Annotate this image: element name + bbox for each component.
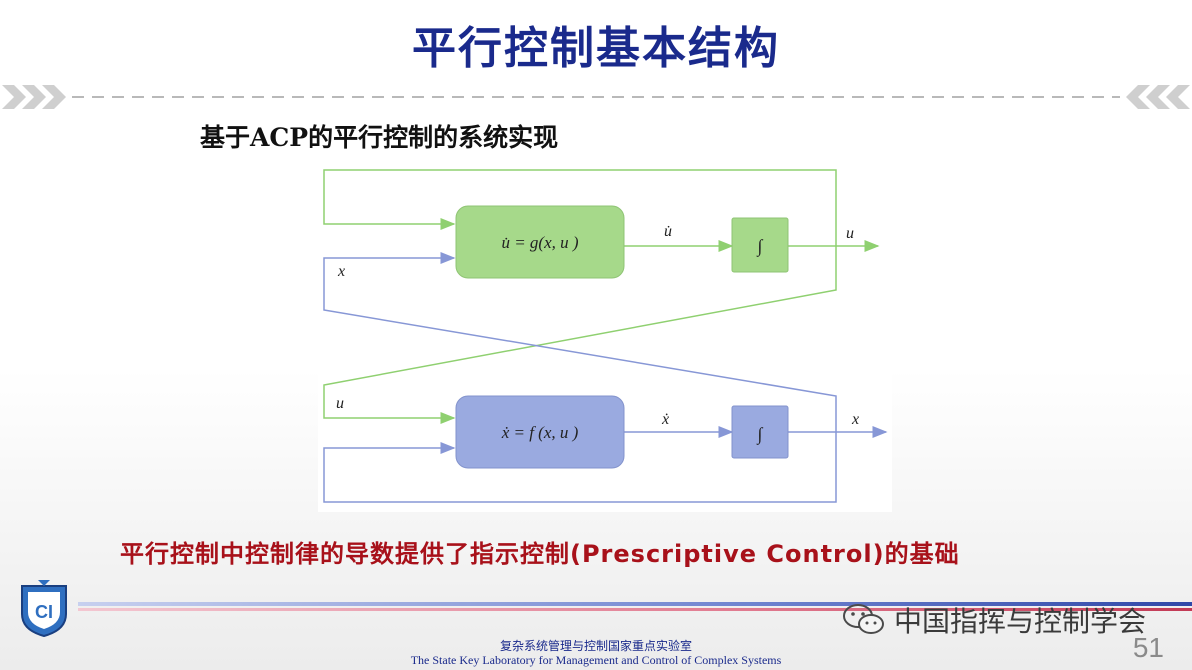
lab-shield-logo-icon: CI	[21, 580, 67, 638]
lower-integrator-symbol: ∫	[757, 424, 764, 445]
blue-cross-line	[323, 252, 837, 432]
wechat-watermark-text: 中国指挥与控制学会	[894, 605, 1147, 638]
chevron-right-group-icon	[1126, 85, 1190, 109]
label-u-output: u	[846, 225, 854, 242]
top-divider	[2, 85, 1190, 109]
label-x-output: x	[851, 411, 859, 428]
page-number: 51	[1132, 632, 1164, 663]
label-udot: u̇	[664, 223, 672, 240]
slide-title: 平行控制基本结构	[412, 23, 780, 74]
label-xdot: ẋ	[661, 411, 670, 428]
lower-dynamics-block	[455, 395, 625, 469]
wechat-watermark: 中国指挥与控制学会	[842, 600, 1146, 640]
slide-caption: 平行控制中控制律的导数提供了指示控制(Prescriptive Control)…	[120, 540, 960, 568]
lower-block-label: ẋ = f (x, u )	[501, 423, 579, 442]
green-feedback-top-loop	[323, 169, 837, 246]
slide-subtitle: 基于ACP的平行控制的系统实现	[200, 123, 559, 152]
lab-name-english: The State Key Laboratory for Management …	[410, 653, 782, 667]
green-cross-line	[323, 246, 837, 424]
chevron-left-group-icon	[2, 85, 66, 109]
lab-name-chinese: 复杂系统管理与控制国家重点实验室	[499, 639, 692, 653]
upper-integrator-symbol: ∫	[757, 236, 764, 257]
upper-dynamics-block	[455, 205, 625, 279]
wechat-icon	[843, 604, 884, 634]
control-structure-diagram: u̇ = g(x, u ) ∫ ẋ = f (x, u ) ∫ u̇ u x u…	[318, 160, 892, 512]
upper-block-label: u̇ = g(x, u )	[501, 233, 578, 252]
lower-integrator-block	[731, 405, 789, 459]
label-u-input: u	[336, 395, 344, 412]
upper-integrator-block	[731, 217, 789, 273]
bottom-divider	[78, 602, 1192, 611]
svg-text:CI: CI	[35, 602, 53, 622]
blue-feedback-bottom-loop	[323, 432, 837, 503]
label-x-input: x	[337, 263, 345, 280]
